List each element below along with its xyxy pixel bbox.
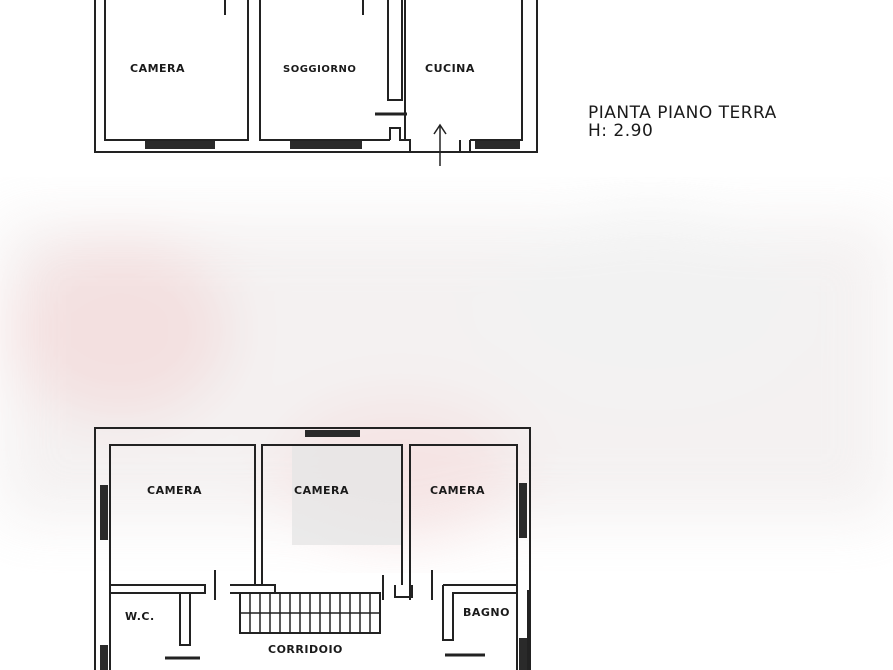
room-label: W.C. <box>125 610 155 623</box>
grey-patch <box>292 445 402 545</box>
staircase <box>239 592 381 634</box>
plan-height: H: 2.90 <box>588 121 653 141</box>
ground-floor-plan: CAMERA SOGGIORNO CUCINA PIANTA PIANO TER… <box>94 0 777 166</box>
room-label: BAGNO <box>463 606 510 619</box>
entrance-arrow-icon <box>433 123 447 166</box>
upper-floor-plan: CAMERA CAMERA CAMERA W.C. BAGNO CORRIDOI… <box>94 427 531 670</box>
room-label: CAMERA <box>430 484 485 497</box>
room-label: CAMERA <box>130 62 185 75</box>
room-label: CAMERA <box>147 484 202 497</box>
room-label: CORRIDOIO <box>268 643 343 656</box>
room-label: SOGGIORNO <box>283 64 356 75</box>
plan-title: PIANTA PIANO TERRA <box>588 103 777 123</box>
room-label: CUCINA <box>425 62 475 75</box>
room-label: CAMERA <box>294 484 349 497</box>
